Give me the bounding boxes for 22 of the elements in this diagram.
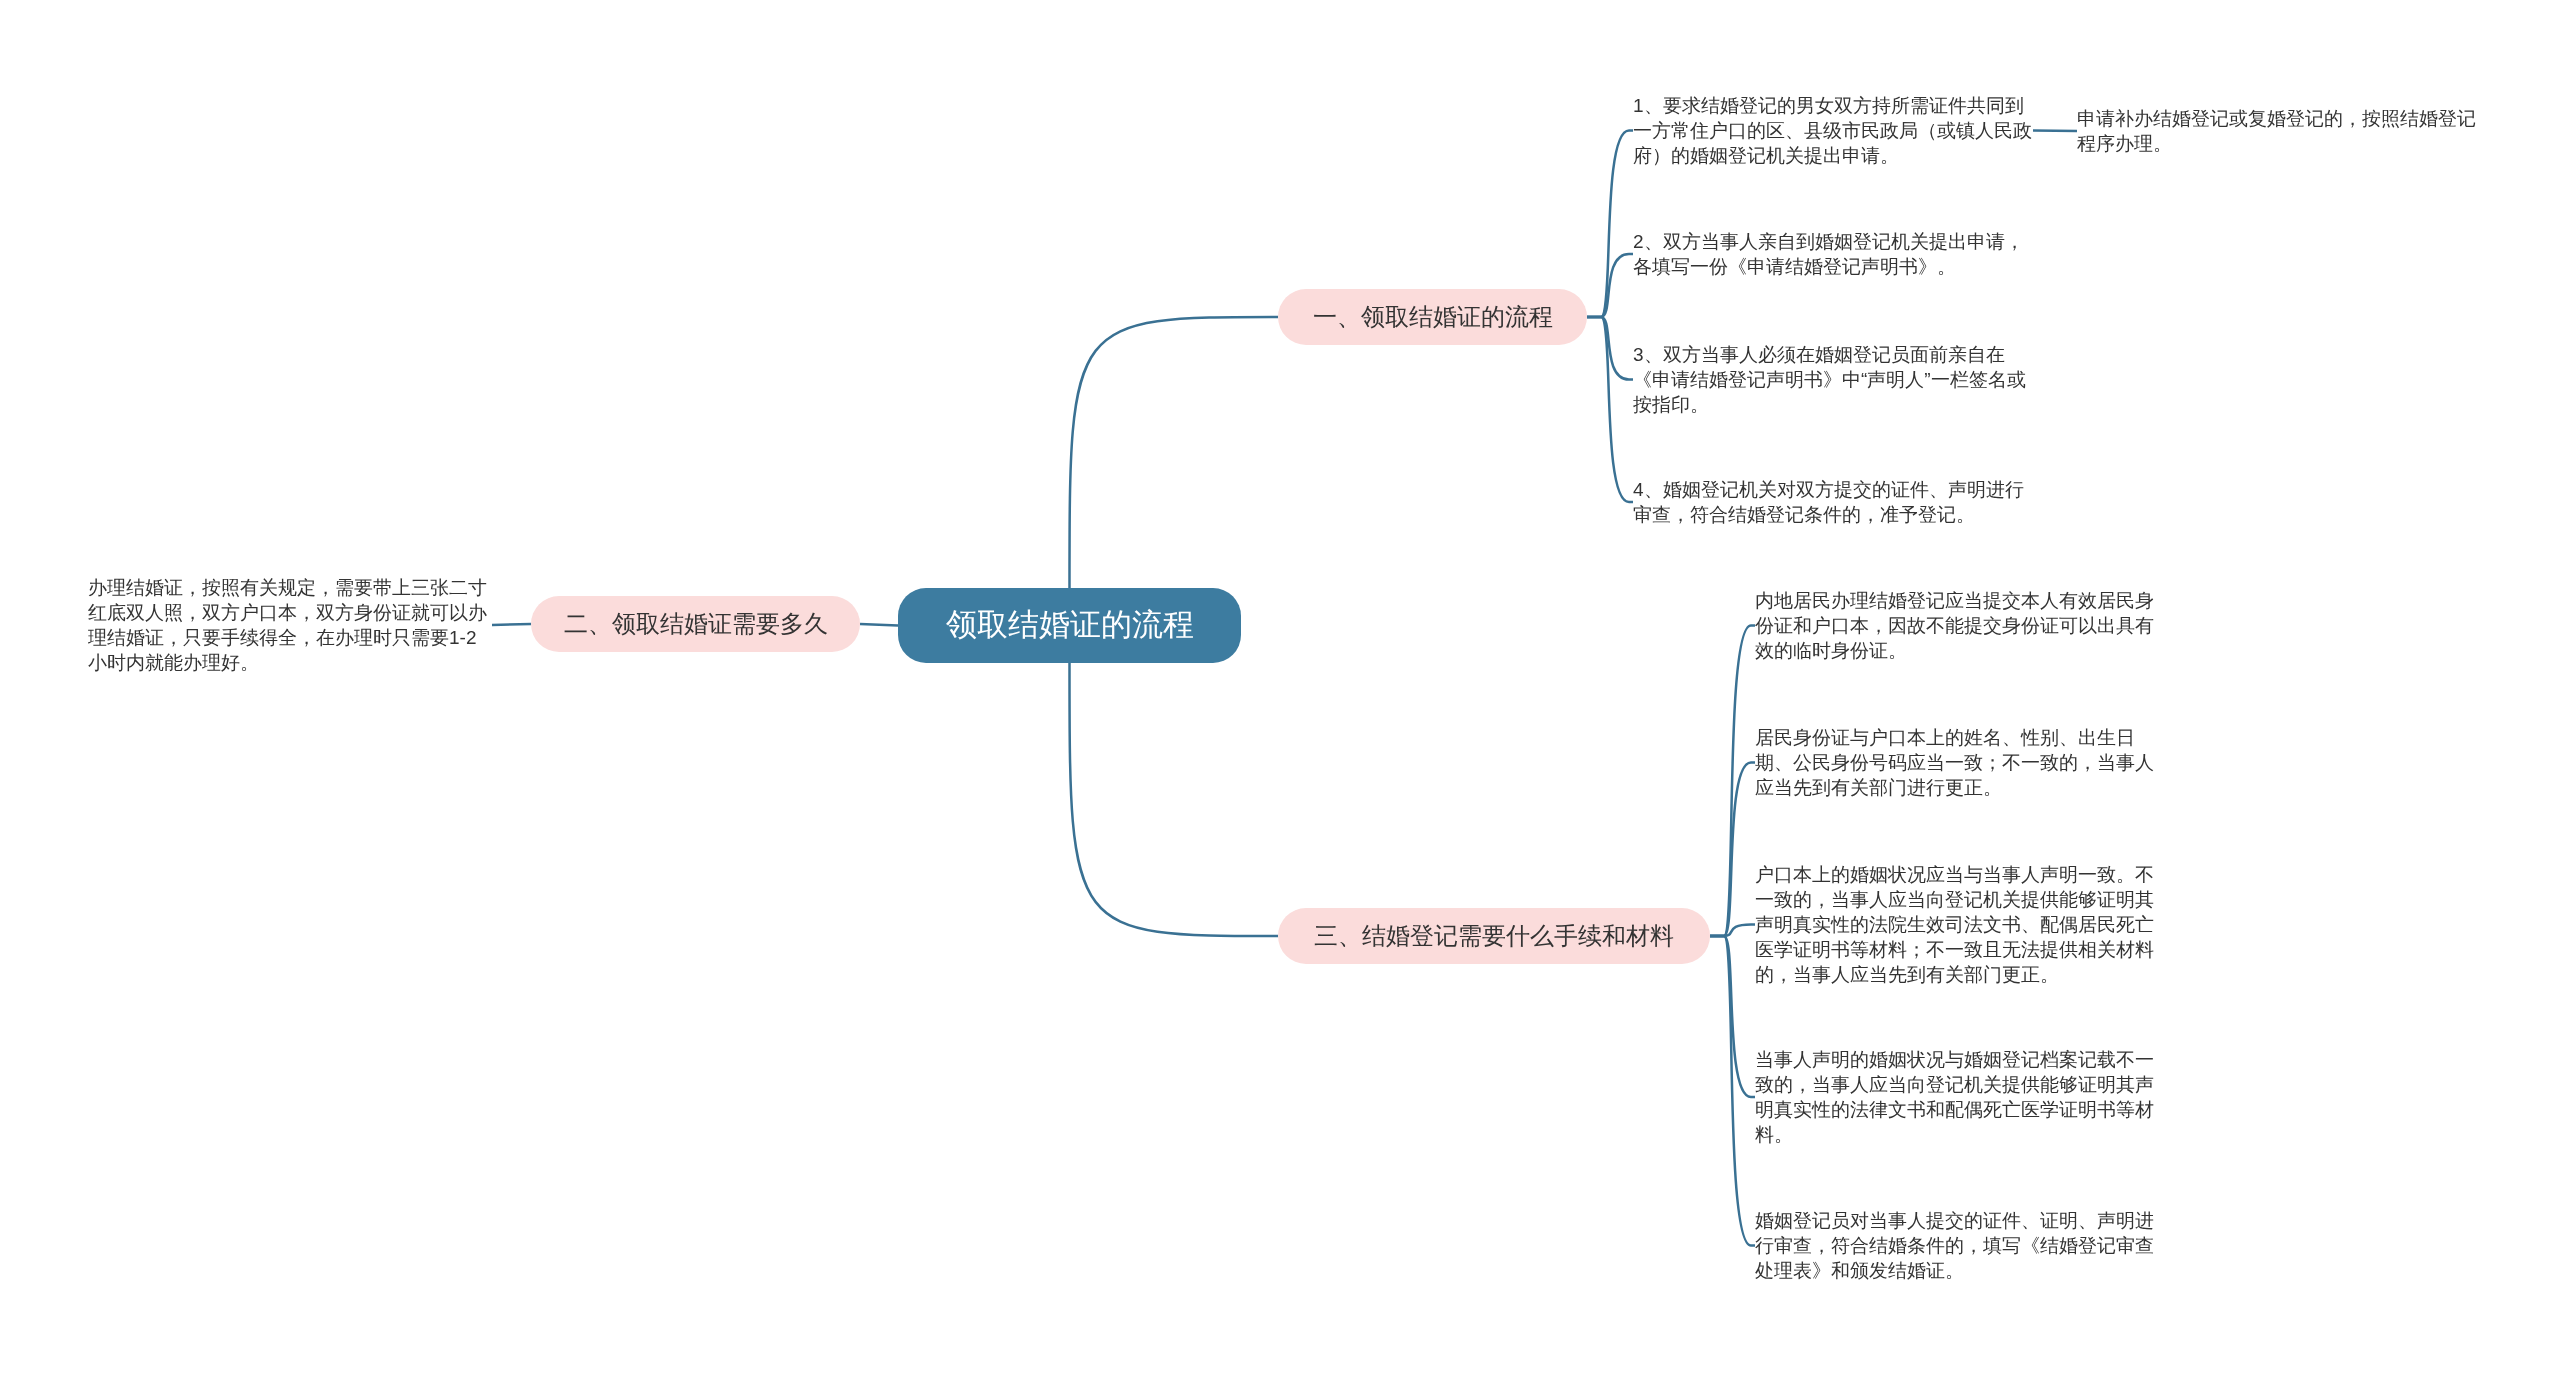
- topic-text: 办理结婚证，按照有关规定，需要带上三张二寸红底双人照，双方户口本，双方身份证就可以办理结婚证，只要手续得全，在办理时只需要1-2小时内就能办理好。: [88, 575, 492, 675]
- topic-text: 申请补办结婚登记或复婚登记的，按照结婚登记程序办理。: [2077, 106, 2487, 156]
- topic-text: 户口本上的婚姻状况应当与当事人声明一致。不一致的，当事人应当向登记机关提供能够证明其声明真实性的法院生效司法文书、配偶居民死亡医学证明书等材料；不一致且无法提供相关材料的，当事人应当先到有关部门更正。: [1755, 862, 2155, 987]
- branch-topic: 一、领取结婚证的流程: [1278, 289, 1587, 345]
- central-topic: 领取结婚证的流程: [898, 588, 1241, 663]
- topic-text: 居民身份证与户口本上的姓名、性别、出生日期、公民身份号码应当一致；不一致的，当事人应当先到有关部门进行更正。: [1755, 725, 2155, 800]
- connector-line: [1710, 934, 1755, 1247]
- connector-line: [2033, 129, 2077, 133]
- topic-text: 1、要求结婚登记的男女双方持所需证件共同到一方常住户口的区、县级市民政局（或镇人民政府）的婚姻登记机关提出申请。: [1633, 93, 2033, 168]
- branch-topic: 三、结婚登记需要什么手续和材料: [1278, 908, 1710, 964]
- connector-line: [1068, 315, 1278, 588]
- topic-text: 4、婚姻登记机关对双方提交的证件、声明进行审查，符合结婚登记条件的，准予登记。: [1633, 477, 2033, 527]
- connector-line: [491, 622, 532, 627]
- connector-line: [1587, 315, 1633, 504]
- branch-topic: 二、领取结婚证需要多久: [531, 596, 860, 652]
- topic-text: 3、双方当事人必须在婚姻登记员面前亲自在《申请结婚登记声明书》中“声明人”一栏签名或按指印。: [1633, 342, 2033, 417]
- connector-line: [859, 622, 899, 627]
- topic-text: 2、双方当事人亲自到婚姻登记机关提出申请，各填写一份《申请结婚登记声明书》。: [1633, 229, 2033, 279]
- topic-text: 内地居民办理结婚登记应当提交本人有效居民身份证和户口本，因故不能提交身份证可以出具有效的临时身份证。: [1755, 588, 2155, 663]
- topic-text: 当事人声明的婚姻状况与婚姻登记档案记载不一致的，当事人应当向登记机关提供能够证明其声明真实性的法律文书和配偶死亡医学证明书等材料。: [1755, 1047, 2155, 1147]
- topic-text: 婚姻登记员对当事人提交的证件、证明、声明进行审查，符合结婚条件的，填写《结婚登记审查处理表》和颁发结婚证。: [1755, 1208, 2155, 1283]
- connector-line: [1068, 663, 1278, 938]
